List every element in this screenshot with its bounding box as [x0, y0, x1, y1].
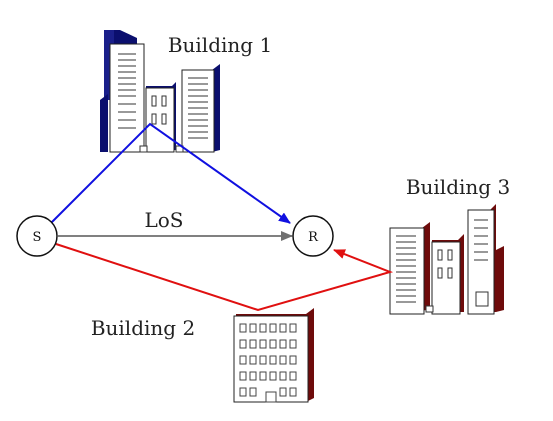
source-node-label: S: [33, 230, 42, 245]
building-3-icon: [389, 204, 504, 315]
building-2-icon: [233, 308, 314, 403]
building-1-label: Building 1: [168, 33, 272, 57]
receiver-node: R: [292, 215, 334, 257]
los-label: LoS: [144, 208, 183, 232]
building-2-label: Building 2: [91, 316, 195, 340]
building-1-icon: [100, 30, 220, 153]
building-3-label: Building 3: [406, 175, 510, 199]
receiver-node-label: R: [308, 230, 319, 245]
source-node: S: [16, 215, 58, 257]
blue-reflection-path-arrow: [49, 122, 291, 225]
red-reflection-path-arrow: [55, 243, 394, 312]
